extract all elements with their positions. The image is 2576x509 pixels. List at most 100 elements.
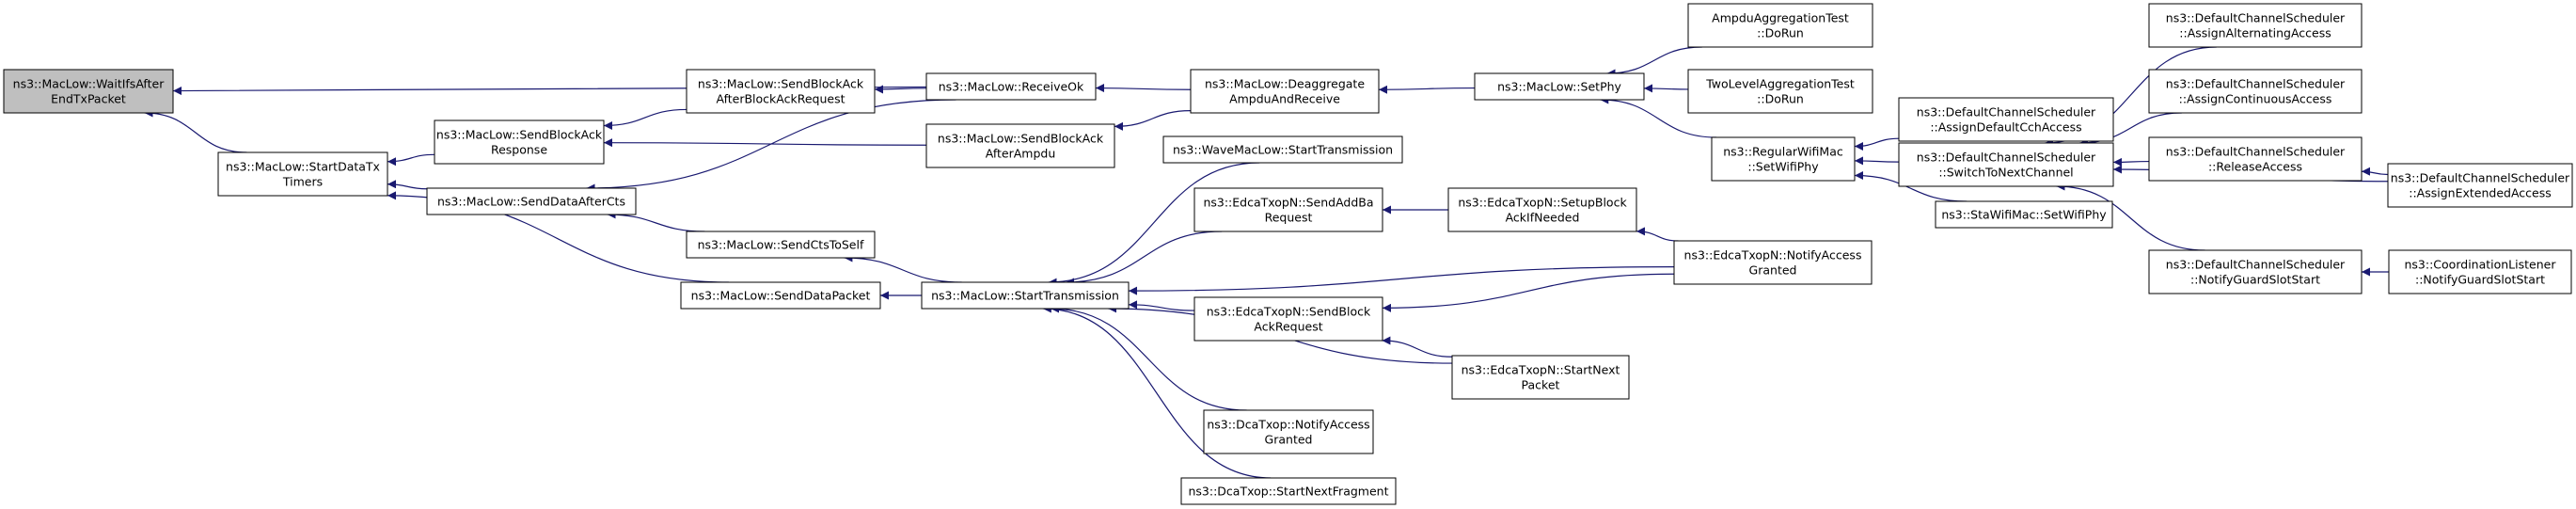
node-label: ns3::DefaultChannelScheduler [2166, 76, 2346, 90]
edge-layer [144, 46, 2389, 479]
function-node[interactable]: ns3::DefaultChannelScheduler::AssignCont… [2148, 69, 2363, 114]
node-label: ns3::EdcaTxopN::StartNext [1462, 362, 1620, 376]
node-label: Response [491, 142, 547, 156]
node-label: ::AssignAlternatingAccess [2179, 25, 2331, 40]
function-node[interactable]: ns3::DefaultChannelScheduler::ReleaseAcc… [2148, 136, 2363, 182]
node-label: ns3::DcaTxop::NotifyAccess [1207, 417, 1369, 431]
call-edge-n20-to-n16 [1643, 84, 1689, 93]
function-node[interactable]: ns3::MacLow::ReceiveOk [925, 72, 1097, 101]
call-edge-n13-to-n9 [1128, 300, 1195, 311]
function-node[interactable]: ns3::WaveMacLow::StartTransmission [1162, 135, 1403, 164]
node-box [1687, 69, 1873, 114]
node-box [925, 72, 1097, 101]
node-box [426, 187, 637, 215]
call-edge-n5-to-n2 [603, 108, 687, 131]
call-edge-n28-to-n24 [2112, 157, 2150, 167]
call-edge-n9-to-n6 [844, 253, 962, 283]
call-edge-n21-to-n16 [1600, 95, 1716, 138]
node-label: ns3::CoordinationListener [2405, 257, 2557, 271]
call-edge-n22-to-n9 [1128, 266, 1675, 295]
node-label: AckRequest [1254, 319, 1322, 333]
function-node[interactable]: ns3::DefaultChannelScheduler::AssignAlte… [2148, 3, 2363, 48]
node-label: EndTxPacket [51, 91, 126, 105]
call-edge-n24-to-n21 [1854, 156, 1900, 166]
function-node[interactable]: AmpduAggregationTest::DoRun [1687, 3, 1873, 48]
node-label: ns3::MacLow::SendBlockAck [436, 127, 603, 141]
node-label: ns3::DefaultChannelScheduler [2391, 170, 2570, 184]
node-label: ::DoRun [1757, 25, 1804, 40]
function-node[interactable]: ns3::CoordinationListener::NotifyGuardSl… [2388, 249, 2572, 294]
node-box [1193, 187, 1383, 232]
function-node[interactable]: ns3::MacLow::SetPhy [1474, 72, 1645, 101]
function-node[interactable]: ns3::RegularWifiMac::SetWifiPhy [1711, 136, 1856, 182]
node-label: ns3::DefaultChannelScheduler [1917, 150, 2096, 164]
node-label: ::AssignContinuousAccess [2179, 91, 2332, 105]
node-box [217, 151, 388, 197]
node-label: ns3::MacLow::SendDataAfterCts [437, 194, 625, 208]
node-label: ns3::EdcaTxopN::SetupBlock [1458, 195, 1627, 209]
call-edge-n23-to-n21 [1854, 137, 1900, 151]
node-label: ::AssignExtendedAccess [2409, 185, 2552, 199]
function-node[interactable]: ns3::DefaultChannelScheduler::NotifyGuar… [2148, 249, 2363, 294]
node-box [680, 281, 881, 310]
node-layer: ns3::MacLow::WaitIfsAfterEndTxPacketns3:… [3, 3, 2573, 505]
call-edge-n25-to-n21 [1854, 171, 1968, 202]
node-label: ns3::WaveMacLow::StartTransmission [1173, 142, 1393, 156]
node-label: Granted [1749, 262, 1797, 277]
node-box [1203, 409, 1374, 454]
function-node[interactable]: ns3::StaWifiMac::SetWifiPhy [1935, 200, 2113, 229]
call-edge-n16-to-n10 [1378, 85, 1476, 94]
node-label: ::NotifyGuardSlotStart [2190, 272, 2320, 286]
function-node[interactable]: ns3::DcaTxop::StartNextFragment [1180, 477, 1397, 505]
function-node[interactable]: ns3::DefaultChannelScheduler::SwitchToNe… [1898, 142, 2114, 187]
node-label: ns3::StaWifiMac::SetWifiPhy [1941, 207, 2107, 221]
node-label: ns3::MacLow::StartTransmission [931, 288, 1119, 302]
node-label: ns3::MacLow::SetPhy [1497, 79, 1621, 93]
node-label: ns3::EdcaTxopN::SendAddBa [1203, 195, 1373, 209]
node-label: ns3::DcaTxop::StartNextFragment [1189, 484, 1389, 498]
node-box [1711, 136, 1856, 182]
node-box [1898, 97, 2114, 142]
function-node[interactable]: ns3::MacLow::SendDataAfterCts [426, 187, 637, 215]
function-node[interactable]: ns3::MacLow::StartTransmission [921, 281, 1130, 310]
function-node[interactable]: ns3::MacLow::SendBlockAckAfterBlockAckRe… [686, 69, 876, 114]
node-box [2148, 69, 2363, 114]
node-label: ns3::MacLow::Deaggregate [1205, 76, 1365, 90]
call-edge-n7-to-n3 [586, 99, 956, 193]
function-node[interactable]: TwoLevelAggregationTest::DoRun [1687, 69, 1873, 114]
call-edge-n18-to-n13 [1382, 336, 1453, 358]
function-node[interactable]: ns3::MacLow::SendCtsToSelf [686, 231, 876, 259]
node-box [1474, 72, 1645, 101]
function-node[interactable]: ns3::DefaultChannelScheduler::AssignDefa… [1898, 97, 2114, 142]
node-label: ns3::DefaultChannelScheduler [2166, 144, 2346, 158]
call-edge-n22-to-n13 [1382, 273, 1675, 312]
call-edge-n6-to-n3 [607, 210, 705, 232]
node-label: Granted [1265, 432, 1313, 446]
node-label: Request [1265, 210, 1313, 224]
function-node[interactable]: ns3::MacLow::SendDataPacket [680, 281, 881, 310]
node-box [921, 281, 1130, 310]
call-edge-n29-to-n24 [2056, 182, 2205, 251]
call-edge-n22-to-n17 [1636, 227, 1679, 242]
node-box [686, 69, 876, 114]
call-edge-n7-to-n5 [874, 85, 927, 94]
node-box [2387, 163, 2573, 208]
function-node[interactable]: ns3::DefaultChannelScheduler::AssignExte… [2387, 163, 2573, 208]
node-label: ns3::DefaultChannelScheduler [2166, 10, 2346, 24]
call-edge-n11-to-n9 [1048, 162, 1260, 287]
node-box [1935, 200, 2113, 229]
node-label: ::AssignDefaultCchAccess [1930, 119, 2081, 134]
call-edge-n8-to-n2 [603, 138, 927, 148]
